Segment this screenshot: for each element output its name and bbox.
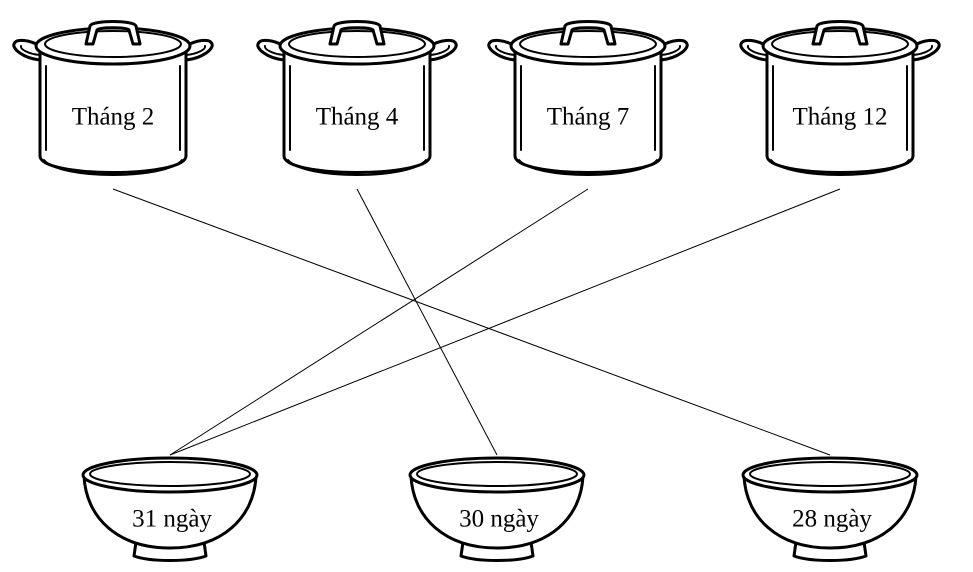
pot-lid xyxy=(509,26,667,66)
pot-label: Tháng 12 xyxy=(792,104,887,131)
pot-handle-left-inner xyxy=(494,45,516,56)
connector-thang-7-to-31-ngay xyxy=(169,188,589,456)
bowl-body xyxy=(82,474,258,550)
connector-thang-12-to-31-ngay xyxy=(169,188,841,456)
pot-lid-inner-ring xyxy=(519,30,657,58)
pot-label: Tháng 7 xyxy=(547,104,630,131)
pot-thang-7: Tháng 7 xyxy=(487,20,689,176)
pot-body xyxy=(38,46,188,174)
pot-lid-inner-ring xyxy=(288,30,426,58)
pot-lid-knob xyxy=(328,20,386,46)
pot-lid-inner-ring xyxy=(44,30,182,58)
pot-label: Tháng 2 xyxy=(72,104,155,131)
bowl-label: 30 ngày xyxy=(459,506,539,533)
pot-lid-knob xyxy=(84,20,142,46)
pot-bottom-rim xyxy=(518,159,658,176)
pot-lid-knob xyxy=(811,20,869,46)
pot-lid xyxy=(278,26,436,66)
pot-handle-left-inner xyxy=(263,45,285,56)
pot-bottom-rim xyxy=(770,159,910,176)
pot-lid-knob xyxy=(559,20,617,46)
pot-thang-12: Tháng 12 xyxy=(739,20,941,176)
pot-handle-right-inner xyxy=(660,45,682,56)
bowl-28-ngay: 28 ngày xyxy=(741,456,919,562)
bowl-body xyxy=(742,474,918,550)
pot-handle-right-inner xyxy=(185,45,207,56)
pot-thang-2: Tháng 2 xyxy=(12,20,214,176)
pot-bottom-rim xyxy=(287,159,427,176)
pot-lid xyxy=(34,26,192,66)
pot-handle-left-inner xyxy=(746,45,768,56)
bowl-rim-inner xyxy=(416,461,578,487)
bowl-31-ngay: 31 ngày xyxy=(81,456,259,562)
pot-lid xyxy=(761,26,919,66)
pot-lid-inner-ring xyxy=(771,30,909,58)
connector-thang-2-to-28-ngay xyxy=(112,188,831,456)
pot-body xyxy=(765,46,915,174)
pot-label: Tháng 4 xyxy=(316,104,399,131)
pot-handle-right-inner xyxy=(429,45,451,56)
pot-bottom-rim xyxy=(43,159,183,176)
bowl-label: 28 ngày xyxy=(792,506,872,533)
pot-body xyxy=(513,46,663,174)
bowl-label: 31 ngày xyxy=(132,506,212,533)
bowls-row: 31 ngày 30 ngày 28 ngày xyxy=(81,456,919,562)
bowl-30-ngay: 30 ngày xyxy=(408,456,586,562)
pot-handle-right-inner xyxy=(912,45,934,56)
pot-thang-4: Tháng 4 xyxy=(256,20,458,176)
connector-thang-4-to-30-ngay xyxy=(356,188,498,456)
bowl-rim-inner xyxy=(89,461,251,487)
connector-lines xyxy=(112,188,841,456)
bowl-rim-inner xyxy=(749,461,911,487)
pot-body xyxy=(282,46,432,174)
pot-handle-left-inner xyxy=(19,45,41,56)
bowl-body xyxy=(409,474,585,550)
pots-row: Tháng 2 Tháng 4 Tháng 7 Tháng 12 xyxy=(12,20,941,176)
